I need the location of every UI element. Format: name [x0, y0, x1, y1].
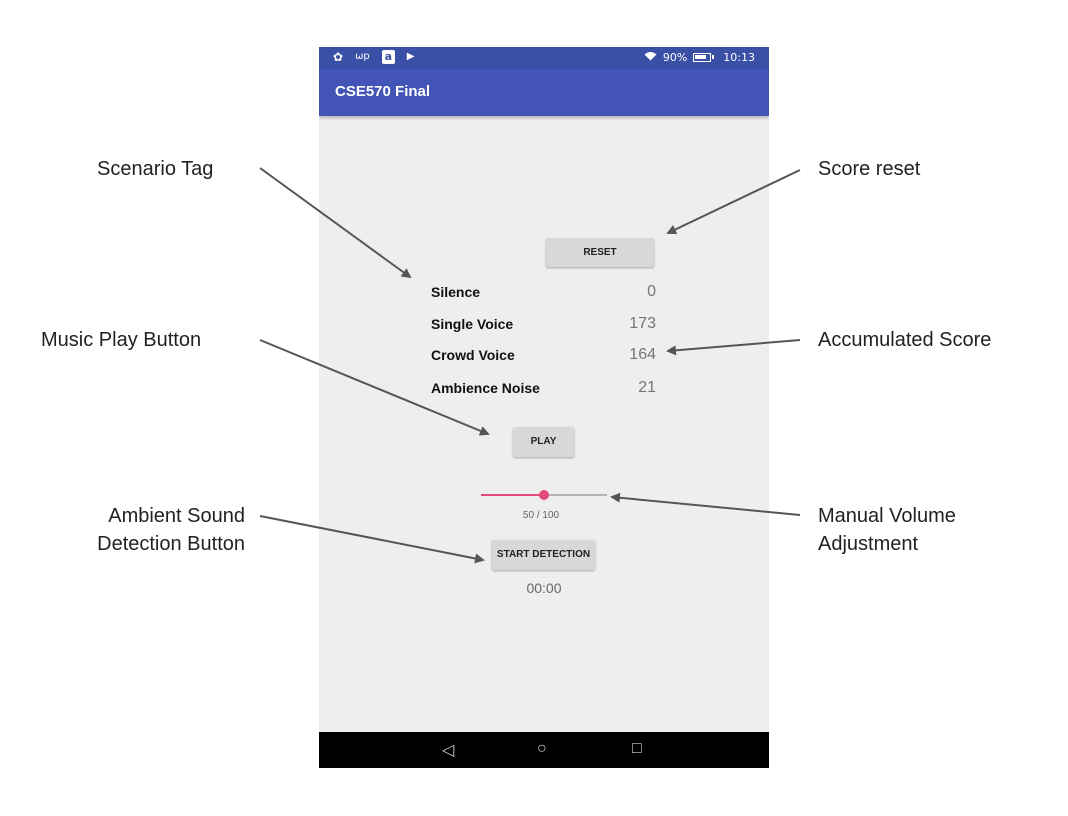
annotation-ambient-detection: Ambient Sound Detection Button	[70, 502, 245, 558]
annotation-manual-volume: Manual Volume Adjustment	[818, 502, 956, 558]
arrow-score-reset	[666, 169, 801, 235]
wp-icon: ѡp	[355, 51, 370, 62]
score-label-silence: Silence	[431, 284, 481, 300]
score-value-single-voice: 173	[629, 315, 656, 332]
arrow-accumulated-score	[666, 339, 801, 356]
annotation-manual-line2: Adjustment	[818, 533, 919, 555]
annotation-music-play-button: Music Play Button	[41, 329, 202, 351]
score-label-ambience-noise: Ambience Noise	[431, 380, 540, 396]
annotation-scenario-tag: Scenario Tag	[97, 158, 214, 180]
gear-icon: ✿	[333, 50, 344, 64]
score-label-crowd-voice: Crowd Voice	[431, 347, 515, 363]
annotation-score-reset: Score reset	[818, 158, 921, 180]
back-icon[interactable]: ◁	[442, 742, 455, 759]
arrow-manual-volume	[610, 492, 801, 516]
volume-slider[interactable]	[481, 490, 607, 500]
arrow-scenario-tag	[259, 167, 412, 279]
score-value-ambience-noise: 21	[638, 379, 656, 396]
annotation-accumulated-score: Accumulated Score	[818, 329, 992, 351]
amazon-icon: a	[381, 50, 395, 64]
app-title: CSE570 Final	[335, 83, 431, 100]
score-value-crowd-voice: 164	[629, 346, 656, 363]
annotation-manual-line1: Manual Volume	[818, 505, 956, 527]
home-icon[interactable]: ○	[537, 740, 547, 757]
status-bar: ✿ ѡp a ▶ 90% 10:13	[319, 47, 769, 69]
play-button[interactable]: PLAY	[513, 427, 574, 457]
score-value-silence: 0	[647, 283, 656, 300]
volume-slider-thumb[interactable]	[539, 490, 549, 500]
app-bar: CSE570 Final	[319, 69, 769, 116]
annotation-ambient-line2: Detection Button	[97, 533, 245, 555]
arrow-ambient-detection	[259, 515, 485, 564]
clock: 10:13	[723, 51, 755, 64]
annotation-ambient-line1: Ambient Sound	[108, 505, 245, 527]
volume-slider-fill	[481, 494, 544, 496]
detection-timer: 00:00	[526, 580, 562, 596]
battery-icon	[693, 53, 715, 62]
phone-screen: ✿ ѡp a ▶ 90% 10:13 CSE570 Final RESET Si…	[319, 47, 769, 768]
nav-bar: ◁ ○ □	[319, 732, 769, 768]
battery-percent: 90%	[662, 51, 688, 64]
play-store-icon: ▶	[406, 51, 415, 62]
volume-readout: 50 / 100	[522, 510, 560, 521]
arrow-music-play	[259, 339, 490, 436]
start-detection-button[interactable]: START DETECTION	[492, 540, 595, 570]
recents-icon[interactable]: □	[632, 740, 642, 757]
reset-button[interactable]: RESET	[546, 238, 654, 267]
wifi-icon	[644, 51, 657, 64]
score-label-single-voice: Single Voice	[431, 316, 514, 332]
